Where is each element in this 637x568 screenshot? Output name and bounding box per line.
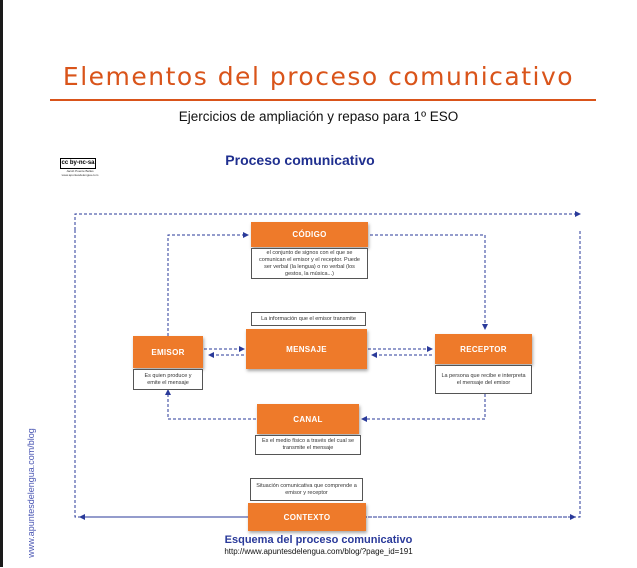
page-title: Elementos del proceso comunicativo bbox=[62, 62, 575, 91]
page-left-border bbox=[0, 0, 3, 567]
receptor-canal-arrow bbox=[361, 394, 486, 422]
cc-license-icon: cc by-nc-sa bbox=[60, 158, 96, 169]
source-url[interactable]: http://www.apuntesdelengua.com/blog/?pag… bbox=[224, 547, 413, 556]
side-watermark: www.apuntesdelengua.com/blog bbox=[26, 428, 36, 558]
emisor-codigo-arrow bbox=[167, 232, 249, 336]
node-contexto-desc: Situación comunicativa que comprende a e… bbox=[250, 478, 363, 501]
page-subtitle: Ejercicios de ampliación y repaso para 1… bbox=[178, 109, 459, 124]
node-receptor-desc: La persona que recibe e interpreta el me… bbox=[435, 365, 532, 394]
node-emisor-desc: Es quien produce y emite el mensaje bbox=[133, 369, 203, 390]
node-contexto: CONTEXTO bbox=[248, 503, 366, 531]
outer-bottom-arrow bbox=[74, 230, 581, 518]
node-receptor: RECEPTOR bbox=[435, 334, 532, 364]
outer-top-arrow bbox=[74, 211, 581, 230]
node-codigo: CÓDIGO bbox=[251, 222, 368, 247]
node-canal: CANAL bbox=[257, 404, 359, 434]
node-mensaje: MENSAJE bbox=[246, 329, 367, 369]
license-site: www.apuntesdelengua.com bbox=[61, 173, 99, 177]
diagram-caption: Esquema del proceso comunicativo bbox=[224, 534, 413, 546]
node-emisor: EMISOR bbox=[133, 336, 203, 368]
canal-emisor-arrow bbox=[165, 389, 256, 420]
codigo-receptor-arrow bbox=[370, 234, 488, 330]
node-mensaje-desc: La información que el emisor transmite bbox=[251, 312, 366, 326]
license-author: Jacob Puente Belles bbox=[66, 169, 94, 173]
node-canal-desc: Es el medio físico a través del cual se … bbox=[255, 435, 361, 455]
node-codigo-desc: el conjunto de signos con el que se comu… bbox=[251, 248, 368, 279]
diagram-heading: Proceso comunicativo bbox=[225, 152, 375, 168]
title-underline bbox=[50, 99, 596, 101]
license-badge[interactable]: cc by-nc-sa Jacob Puente Belles www.apun… bbox=[60, 158, 100, 180]
